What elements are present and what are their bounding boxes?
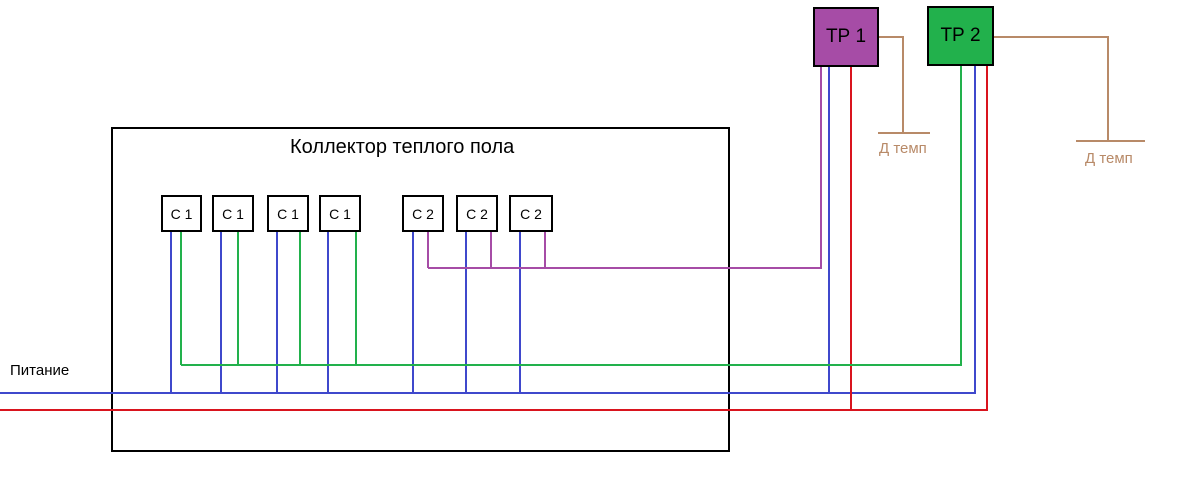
circuit-box-2: С 1 — [212, 195, 254, 232]
sensor-1-wire — [879, 36, 904, 133]
circuit-box-7: С 2 — [509, 195, 553, 232]
green-return-line — [181, 66, 962, 366]
wires — [0, 36, 1145, 411]
circuit-box-5: С 2 — [402, 195, 444, 232]
red-supply-line — [0, 66, 852, 411]
sensor-2-wire — [994, 36, 1109, 141]
thermostat-1: ТР 1 — [813, 7, 879, 67]
supply-label: Питание — [10, 362, 70, 379]
circuit-box-4: С 1 — [319, 195, 361, 232]
temp-sensor-1-label: Д темп — [879, 140, 927, 157]
circuit-box-6: С 2 — [456, 195, 498, 232]
circuit-box-3: С 1 — [267, 195, 309, 232]
thermostat-2: ТР 2 — [927, 6, 994, 66]
collector-box — [111, 127, 730, 452]
blue-supply-line — [0, 66, 976, 394]
collector-title: Коллектор теплого пола — [290, 136, 515, 158]
circuit-box-1: С 1 — [161, 195, 202, 232]
purple-return-line — [428, 66, 822, 269]
red-branch-tp2 — [851, 66, 988, 411]
temp-sensor-2-label: Д темп — [1085, 150, 1133, 167]
